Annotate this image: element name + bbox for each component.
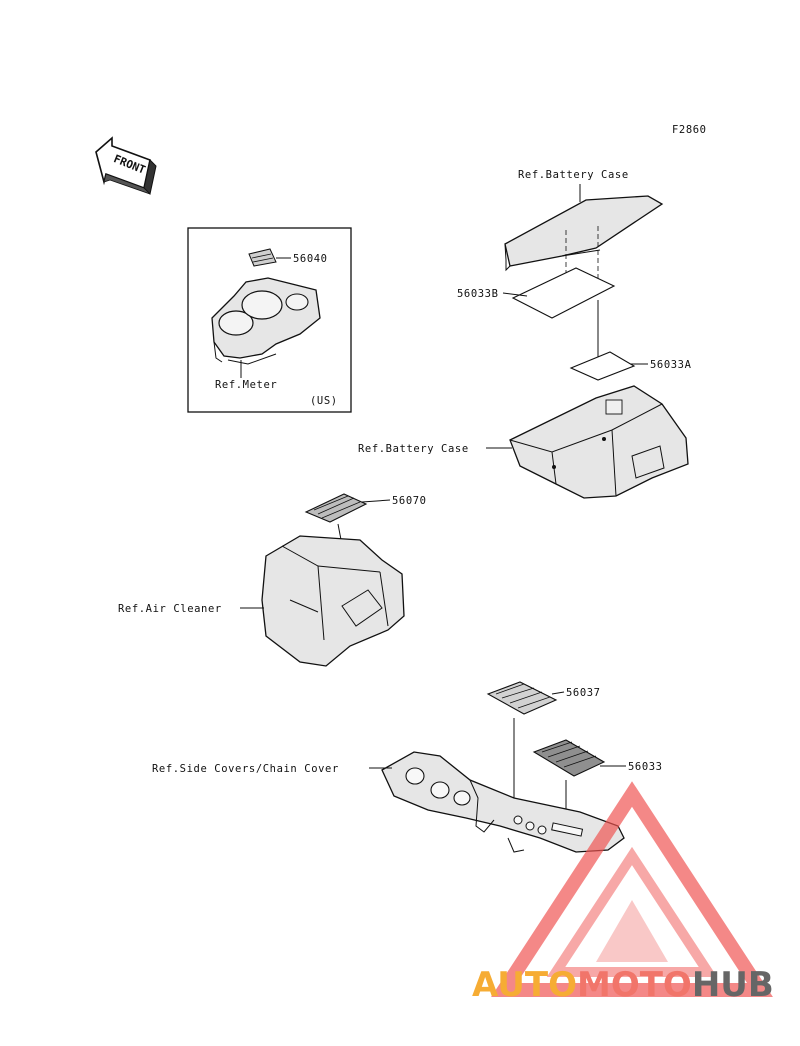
part-number-56070: 56070 <box>392 495 427 507</box>
watermark-moto: MOTO <box>577 965 692 1005</box>
meter-inset: 56040 Ref.Meter (US) <box>187 227 352 413</box>
ref-meter-label: Ref.Meter <box>215 379 277 391</box>
meter-housing <box>211 277 321 365</box>
decal-56033A <box>569 351 636 381</box>
air-cleaner: 56070 Ref.Air Cleaner <box>118 493 427 667</box>
battery-case-lower: Ref.Battery Case <box>358 385 689 499</box>
decal-56070 <box>304 493 368 523</box>
region-label: (US) <box>310 395 338 407</box>
part-number-56040: 56040 <box>293 253 328 265</box>
watermark-auto: AUTO <box>472 965 577 1005</box>
part-number-56037: 56037 <box>566 687 601 699</box>
front-arrow-icon: FRONT <box>95 136 157 196</box>
ref-side-covers-label: Ref.Side Covers/Chain Cover <box>152 763 339 775</box>
part-number-56033A: 56033A <box>650 359 692 371</box>
decal-56033 <box>532 739 606 777</box>
decal-56037 <box>486 681 558 715</box>
figure-code: F2860 <box>672 124 707 136</box>
triangle-logo-icon <box>491 781 773 997</box>
part-number-56033: 56033 <box>628 761 663 773</box>
ref-battery-case-top-label: Ref.Battery Case <box>518 169 629 181</box>
chain-cover: 56037 56033 Ref.Side Covers/Chain Cover <box>152 681 663 853</box>
watermark-logo: AUTOMOTOHUB <box>472 781 774 1005</box>
watermark-hub: HUB <box>692 965 774 1005</box>
battery-case-upper: Ref.Battery Case 56033B 56033A <box>457 169 692 381</box>
svg-text:AUTOMOTOHUB: AUTOMOTOHUB <box>472 965 774 1005</box>
decal-56033B <box>511 267 616 319</box>
part-number-56033B: 56033B <box>457 288 499 300</box>
ref-battery-case-bottom-label: Ref.Battery Case <box>358 443 469 455</box>
ref-air-cleaner-label: Ref.Air Cleaner <box>118 603 222 615</box>
